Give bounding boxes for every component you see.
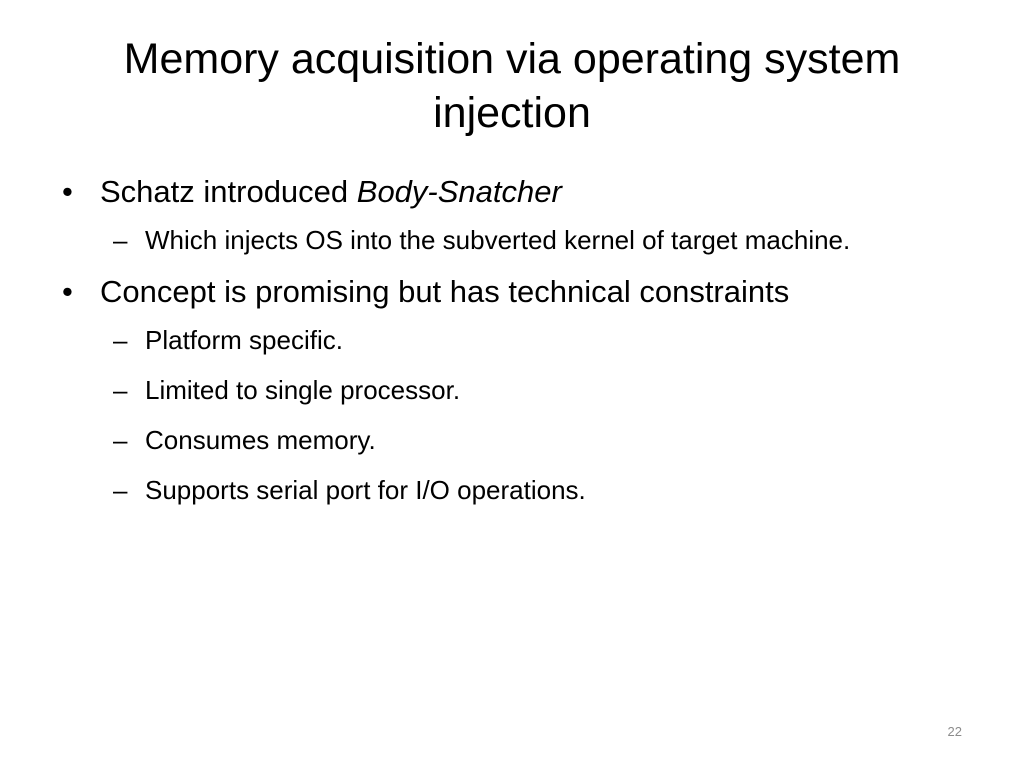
- bullet-emphasis: Body-Snatcher: [356, 174, 562, 209]
- sub-bullet-text: Which injects OS into the subverted kern…: [145, 225, 851, 255]
- dash-icon: –: [113, 375, 128, 405]
- dash-icon: –: [113, 475, 128, 505]
- sub-bullet-item: – Limited to single processor.: [62, 370, 942, 410]
- sub-bullet-item: – Supports serial port for I/O operation…: [62, 470, 942, 510]
- dash-icon: –: [113, 425, 128, 455]
- dash-icon: –: [113, 325, 128, 355]
- sub-bullet-item: – Consumes memory.: [62, 420, 942, 460]
- slide-body: • Schatz introduced Body-Snatcher – Whic…: [62, 170, 942, 520]
- sub-bullet-item: – Platform specific.: [62, 320, 942, 360]
- bullet-item: • Schatz introduced Body-Snatcher: [62, 170, 942, 214]
- bullet-text: Concept is promising but has technical c…: [100, 274, 790, 309]
- bullet-icon: •: [62, 274, 73, 309]
- sub-bullet-text: Supports serial port for I/O operations.: [145, 475, 586, 505]
- bullet-text: Schatz introduced: [100, 174, 357, 209]
- page-number: 22: [947, 724, 962, 739]
- sub-bullet-text: Platform specific.: [145, 325, 343, 355]
- sub-bullet-text: Limited to single processor.: [145, 375, 461, 405]
- dash-icon: –: [113, 225, 128, 255]
- slide-title: Memory acquisition via operating system …: [123, 35, 901, 137]
- bullet-icon: •: [62, 174, 73, 209]
- bullet-item: • Concept is promising but has technical…: [62, 270, 942, 314]
- sub-bullet-item: – Which injects OS into the subverted ke…: [62, 220, 942, 260]
- sub-bullet-text: Consumes memory.: [145, 425, 376, 455]
